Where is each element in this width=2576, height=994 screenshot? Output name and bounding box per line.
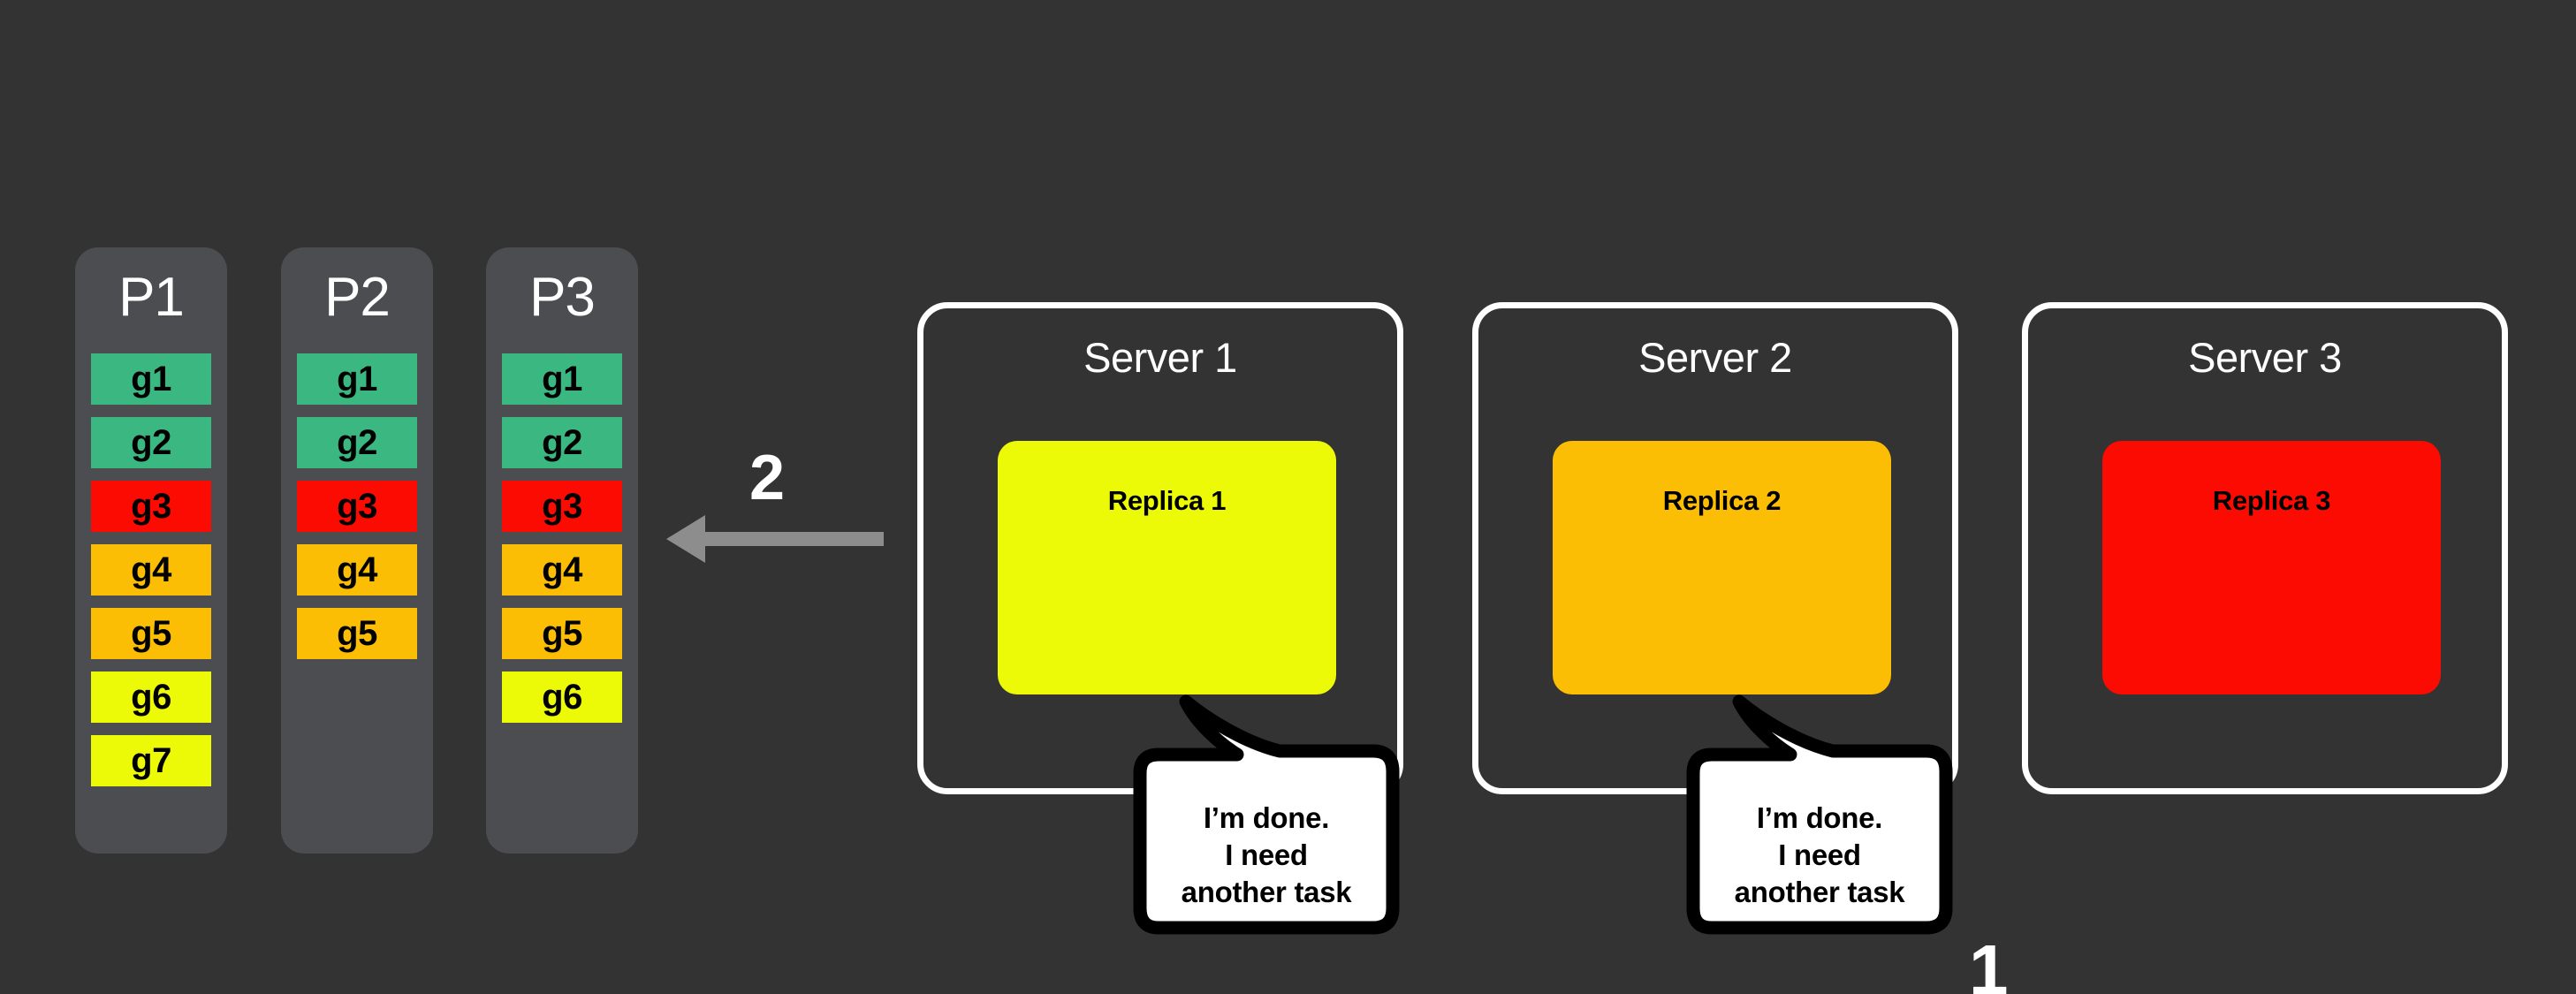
tile-g2[interactable]: g2 [91,417,211,468]
speech-bubble-shape-2 [1686,694,1953,935]
server-label-1: Server 1 [1083,334,1237,381]
tile-g1[interactable]: g1 [297,353,417,405]
tile-g3[interactable]: g3 [297,481,417,532]
speech-bubble-text-1: I’m done. I need another task [1181,801,1352,908]
partition-label-p1: P1 [118,267,185,328]
tile-g5[interactable]: g5 [91,608,211,659]
tile-g1[interactable]: g1 [91,353,211,405]
tile-g6[interactable]: g6 [502,672,622,723]
server-label-3: Server 3 [2188,334,2342,381]
speech-bubble-1: I’m done. I need another task [1112,680,1412,945]
server-box-2[interactable]: Server 2 Replica 2 [1472,302,1958,794]
tile-stack-p1: g1 g2 g3 g4 g5 g6 g7 [91,353,211,799]
tile-g7[interactable]: g7 [91,735,211,786]
assignment-arrow [663,508,884,570]
tile-g5[interactable]: g5 [502,608,622,659]
tile-g3[interactable]: g3 [91,481,211,532]
replica-label-1: Replica 1 [1107,485,1227,516]
replica-box-1[interactable]: Replica 1 [998,441,1336,694]
tile-g3[interactable]: g3 [502,481,622,532]
partition-column-p1: P1 g1 g2 g3 g4 g5 g6 g7 [75,247,227,854]
tile-g1[interactable]: g1 [502,353,622,405]
partition-label-p3: P3 [529,267,596,328]
tile-g6[interactable]: g6 [91,672,211,723]
replica-box-2[interactable]: Replica 2 [1553,441,1891,694]
tile-g4[interactable]: g4 [297,544,417,596]
server-box-3[interactable]: Server 3 Replica 3 [2022,302,2508,794]
step-number-2: 2 [749,443,786,513]
partition-label-p2: P2 [324,267,391,328]
speech-bubble-2: I’m done. I need another task [1665,680,1965,945]
partition-column-p2: P2 g1 g2 g3 g4 g5 [281,247,433,854]
replica-box-3[interactable]: Replica 3 [2102,441,2441,694]
tile-g5[interactable]: g5 [297,608,417,659]
speech-bubble-text-2: I’m done. I need another task [1734,801,1905,908]
server-box-1[interactable]: Server 1 Replica 1 [917,302,1403,794]
tile-stack-p3: g1 g2 g3 g4 g5 g6 [502,353,622,735]
step-number-1: 1 [1969,930,2009,994]
replica-label-3: Replica 3 [2212,485,2331,516]
partition-column-p3: P3 g1 g2 g3 g4 g5 g6 [486,247,638,854]
speech-bubble-shape-1 [1133,694,1400,935]
replica-label-2: Replica 2 [1662,485,1782,516]
tile-g2[interactable]: g2 [297,417,417,468]
tile-g4[interactable]: g4 [91,544,211,596]
tile-stack-p2: g1 g2 g3 g4 g5 [297,353,417,672]
server-label-2: Server 2 [1638,334,1792,381]
tile-g2[interactable]: g2 [502,417,622,468]
tile-g4[interactable]: g4 [502,544,622,596]
arrow-left-icon [666,515,884,563]
